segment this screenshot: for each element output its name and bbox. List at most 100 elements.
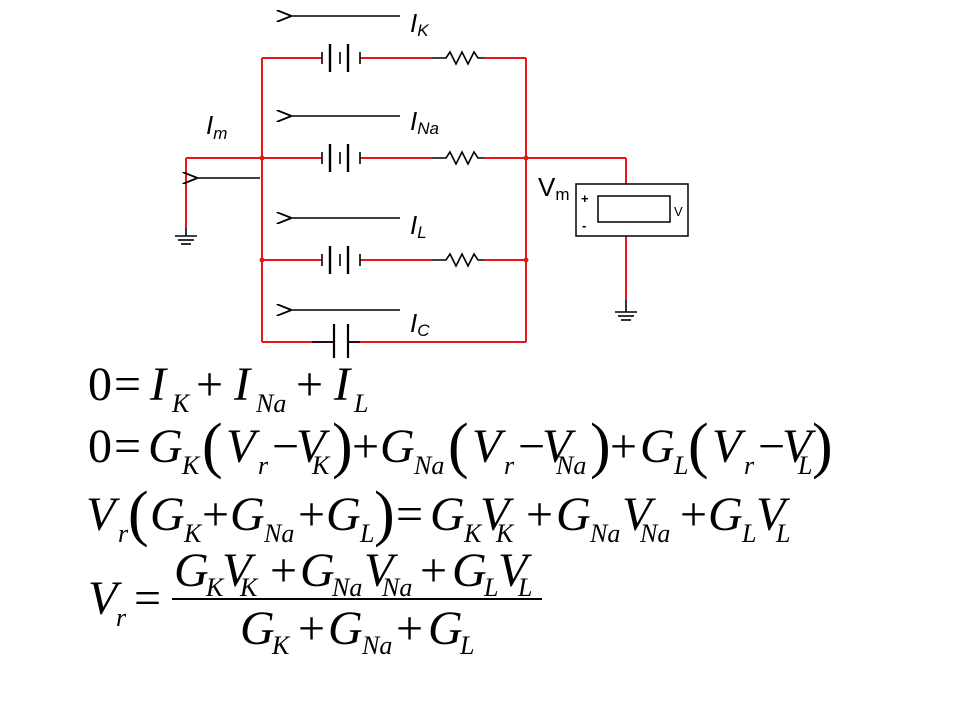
eq4-num-l1: L xyxy=(483,573,498,602)
resistor-l xyxy=(432,252,484,268)
label-ina: INa xyxy=(410,106,439,138)
eq2-l1: L xyxy=(673,451,688,480)
svg-text:Im: Im xyxy=(206,110,227,143)
eq4-num-plus1: + xyxy=(270,544,297,597)
eq2-g1: G xyxy=(148,420,183,473)
eq1-zero: 0 xyxy=(88,358,112,411)
eq3-na3: Na xyxy=(639,519,670,548)
eq1-k: K xyxy=(171,389,191,418)
wires xyxy=(185,57,627,343)
voltmeter-display xyxy=(597,195,671,223)
voltmeter: + - V xyxy=(575,183,689,237)
eq2-equals: = xyxy=(114,420,141,473)
eq2-na1: Na xyxy=(413,451,444,480)
eq2-v5: V xyxy=(712,420,746,473)
eq3-na2: Na xyxy=(589,519,620,548)
label-im-sub: m xyxy=(213,124,227,143)
label-ina-main: I xyxy=(410,106,417,136)
label-il: IL xyxy=(410,210,427,242)
eq4-num-g1: G xyxy=(174,544,209,597)
eq3-plus4: + xyxy=(680,488,707,541)
eq2-v2: V xyxy=(296,420,330,473)
eq2-plus2: + xyxy=(610,420,637,473)
eq1-i2: I xyxy=(233,358,252,411)
label-ic-main: I xyxy=(410,308,417,338)
label-ina-sub: Na xyxy=(417,119,439,138)
eq2-g2: G xyxy=(380,420,415,473)
svg-text:INa: INa xyxy=(410,106,439,138)
eq3-g4: G xyxy=(430,488,465,541)
eq3-na1: Na xyxy=(263,519,294,548)
eq2-v3: V xyxy=(472,420,506,473)
eq4-num-g2: G xyxy=(300,544,335,597)
eq3-l3: L xyxy=(775,519,790,548)
eq2-k2: K xyxy=(311,451,331,480)
eq2-r2: r xyxy=(504,451,515,480)
label-il-main: I xyxy=(410,210,417,240)
eq2-v6: V xyxy=(782,420,816,473)
eq2-plus1: + xyxy=(352,420,379,473)
svg-text:Vm: Vm xyxy=(538,172,570,204)
eq2-minus2: − xyxy=(518,420,545,473)
ground-left xyxy=(175,228,197,245)
voltmeter-plus: + xyxy=(581,191,589,206)
ground-right xyxy=(615,300,637,321)
eq2-lp3: ( xyxy=(688,412,709,480)
eq3-lp: ( xyxy=(128,480,149,548)
eq3-g2: G xyxy=(230,488,265,541)
eq4-num-v1: V xyxy=(222,544,256,597)
battery-k xyxy=(321,44,361,72)
battery-l xyxy=(321,246,361,274)
eq2-minus1: − xyxy=(272,420,299,473)
label-vm: Vm xyxy=(538,172,570,204)
svg-text:IK: IK xyxy=(410,8,429,40)
eq2-rp1: ) xyxy=(332,412,353,480)
label-ik-sub: K xyxy=(417,21,429,40)
svg-text:IC: IC xyxy=(410,308,430,340)
eq2-lp2: ( xyxy=(448,412,469,480)
eq3-g5: G xyxy=(556,488,591,541)
eq3-g3: G xyxy=(326,488,361,541)
eq3-k2: K xyxy=(463,519,483,548)
eq4-num-na2: Na xyxy=(381,573,412,602)
eq4-num-v3: V xyxy=(498,544,532,597)
label-ic: IC xyxy=(410,308,430,340)
eq4-v: V xyxy=(88,572,122,625)
eq3-l1: L xyxy=(359,519,374,548)
eq4-num-v2: V xyxy=(364,544,398,597)
eq3-equals: = xyxy=(396,488,423,541)
eq3-rp: ) xyxy=(374,480,395,548)
label-ik-main: I xyxy=(410,8,417,38)
resistor-k xyxy=(432,50,484,66)
eq1-i3: I xyxy=(333,358,352,411)
junction-dots xyxy=(259,155,529,263)
capacitor xyxy=(312,324,360,358)
equation-1: 0 = I K + I Na + I L xyxy=(88,358,368,418)
eq2-r1: r xyxy=(258,451,269,480)
eq3-plus3: + xyxy=(526,488,553,541)
eq2-v4: V xyxy=(542,420,576,473)
eq2-l2: L xyxy=(797,451,812,480)
label-im: Im xyxy=(206,110,227,143)
eq2-lp1: ( xyxy=(202,412,223,480)
eq3-l2: L xyxy=(741,519,756,548)
eq3-k3: K xyxy=(495,519,515,548)
battery-na xyxy=(321,144,361,172)
eq1-i: I xyxy=(149,358,168,411)
current-arrows xyxy=(196,16,400,310)
eq4-num-plus2: + xyxy=(420,544,447,597)
eq2-minus3: − xyxy=(758,420,785,473)
label-vm-main: V xyxy=(538,172,556,202)
eq4-den-plus1: + xyxy=(298,602,325,655)
label-ic-sub: C xyxy=(417,321,430,340)
eq1-equals: = xyxy=(114,358,141,411)
eq3-v1: V xyxy=(86,488,120,541)
eq3-v2: V xyxy=(480,488,514,541)
eq3-g1: G xyxy=(150,488,185,541)
eq2-rp3: ) xyxy=(812,412,833,480)
equation-4: V r = G K V K + G Na V Na + G L V L G K … xyxy=(88,544,542,660)
label-ik: IK xyxy=(410,8,429,40)
eq4-den-k: K xyxy=(271,631,291,660)
label-vm-sub: m xyxy=(555,185,569,204)
